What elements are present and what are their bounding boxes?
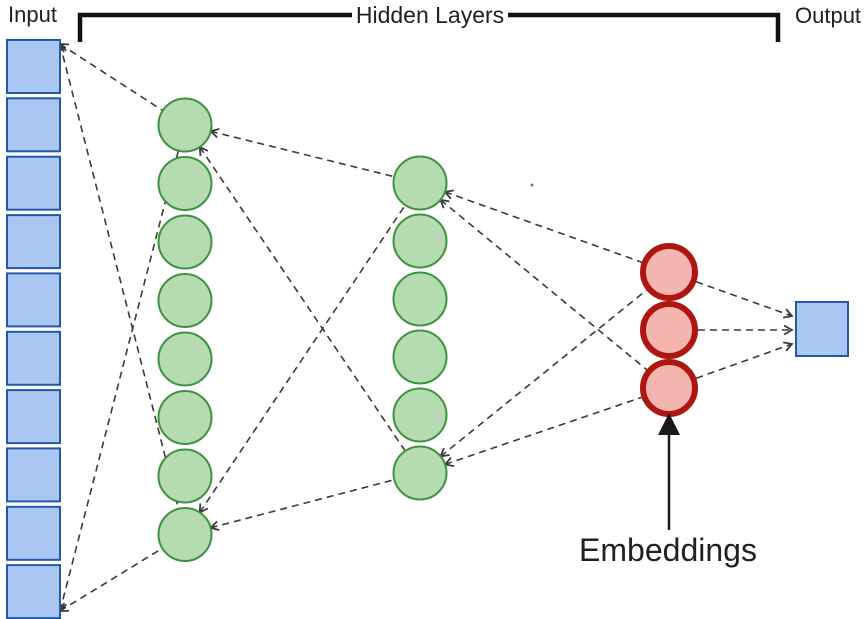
connector-line (445, 396, 642, 464)
connector-line (211, 131, 395, 178)
connections (60, 44, 792, 611)
hidden-layer-2 (392, 155, 448, 501)
input-node (6, 155, 61, 211)
hidden-node (392, 329, 448, 385)
input-label: Input (8, 2, 57, 27)
hidden-node (157, 331, 213, 387)
connector-line (60, 150, 180, 611)
embedding-layer (640, 243, 698, 417)
embedding-node (640, 359, 698, 417)
connector-line (445, 192, 642, 263)
output-node (795, 301, 849, 357)
connector-line (60, 547, 163, 611)
output-layer (795, 301, 849, 357)
input-node (6, 447, 61, 503)
embeddings-arrowhead-icon (658, 413, 680, 435)
input-node (6, 272, 61, 328)
embedding-node (640, 301, 698, 359)
hidden-node (157, 448, 213, 504)
input-node (6, 564, 61, 619)
hidden-node (392, 155, 448, 211)
hidden-layers-label: Hidden Layers (356, 2, 504, 28)
hidden-layer-1 (157, 97, 213, 562)
hidden-node (157, 97, 213, 153)
input-node (6, 389, 61, 445)
input-layer (6, 39, 61, 619)
connector-line (200, 204, 406, 513)
connector-line (441, 289, 647, 456)
embeddings-annotation: Embeddings (579, 413, 757, 568)
stray-mark (530, 183, 534, 187)
connector-line (441, 200, 648, 371)
hidden-layers-bracket (77, 12, 781, 42)
embedding-node (640, 243, 698, 301)
hidden-node (157, 273, 213, 328)
hidden-node (392, 213, 448, 269)
connector-line (200, 147, 406, 452)
connector-line (60, 44, 180, 509)
connector-line (696, 281, 792, 316)
input-node (6, 505, 61, 561)
input-node (6, 330, 61, 386)
input-node (6, 214, 61, 270)
hidden-node (157, 214, 213, 270)
connector-line (211, 478, 395, 528)
hidden-node (392, 445, 448, 501)
hidden-node (157, 390, 213, 445)
connector-line (60, 44, 164, 112)
embeddings-label: Embeddings (579, 532, 757, 568)
output-label: Output (795, 3, 861, 28)
input-node (6, 39, 61, 94)
hidden-node (157, 507, 213, 562)
hidden-node (392, 387, 448, 443)
hidden-node (157, 156, 213, 211)
hidden-node (392, 271, 448, 327)
input-node (6, 97, 61, 153)
connector-line (696, 344, 792, 379)
